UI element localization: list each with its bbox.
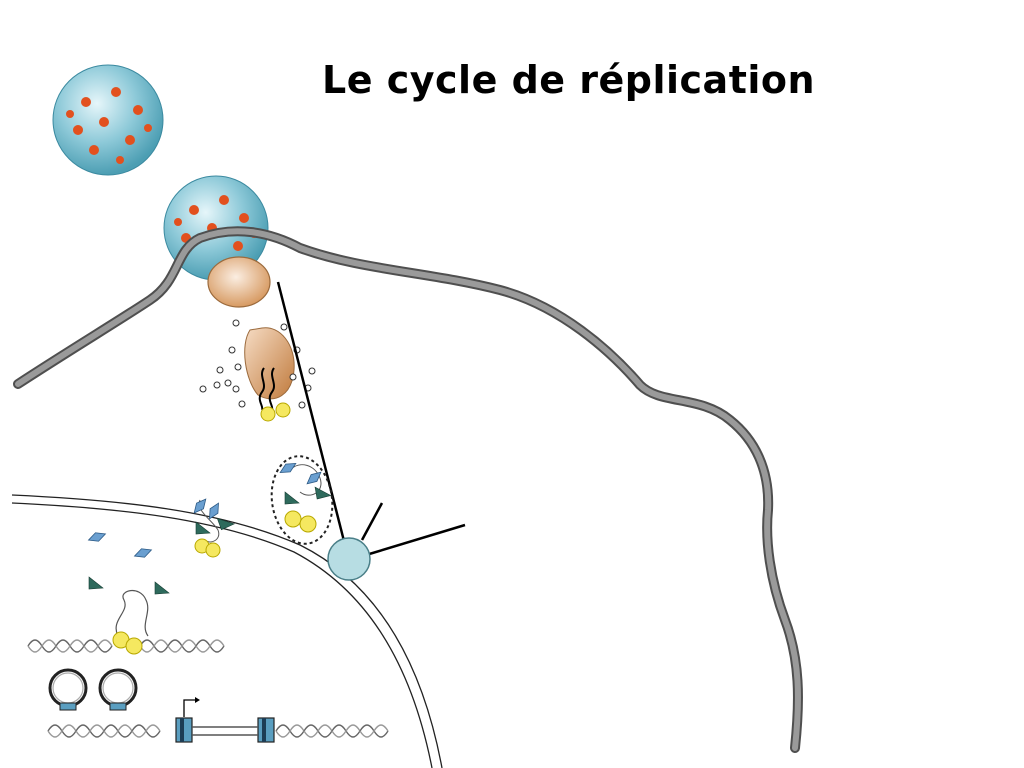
circular-dna	[48, 668, 88, 711]
accessory-protein	[88, 576, 104, 590]
capsid	[207, 256, 271, 308]
microtubule	[360, 502, 384, 541]
nuclear-import-complex	[190, 495, 235, 558]
integrase-protein	[86, 529, 108, 545]
integrated-provirus	[47, 697, 389, 743]
accessory-protein	[154, 581, 170, 595]
centrosome	[327, 537, 371, 581]
transcription-start-arrow	[183, 699, 196, 717]
microtubule	[365, 523, 466, 557]
microtubule	[276, 281, 347, 546]
slide-title: Le cycle de réplication	[322, 58, 816, 102]
free-virion	[52, 64, 164, 176]
rna-dimer	[260, 406, 276, 422]
nucleotide-dots	[199, 319, 316, 409]
host-dna-integration	[27, 590, 225, 655]
pre-integration-complex	[270, 455, 334, 545]
integrase-protein	[132, 545, 154, 561]
nuclear-envelope-inner	[11, 502, 433, 768]
circular-dna	[98, 668, 138, 711]
reverse-transcription-complex	[244, 327, 295, 422]
nuclear-envelope-outer	[11, 494, 443, 768]
surface-spikes	[66, 87, 152, 164]
